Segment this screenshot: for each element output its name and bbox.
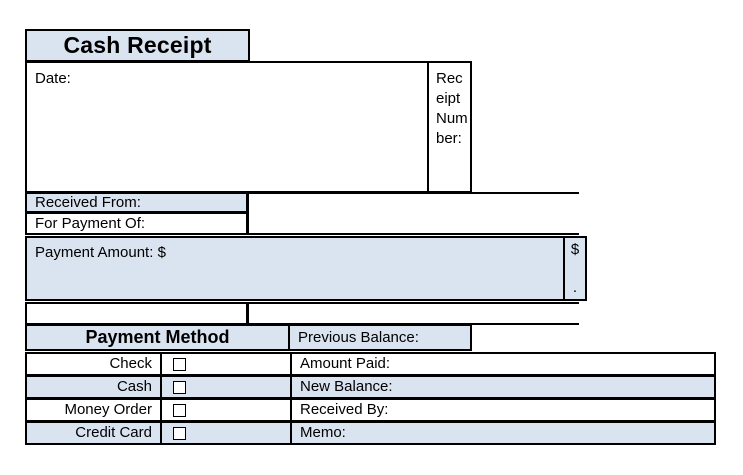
receipt-number-field-box[interactable]: Receipt Number: xyxy=(427,61,472,193)
payment-amount-field-box[interactable]: Payment Amount: $ xyxy=(25,236,565,301)
date-field-box[interactable]: Date: xyxy=(25,61,429,193)
payment-method-row-label: Credit Card xyxy=(25,421,162,445)
right-field-label-3: Memo: xyxy=(300,424,346,442)
previous-balance-cell[interactable]: Previous Balance: xyxy=(288,324,472,351)
payment-method-header: Payment Method xyxy=(25,324,290,351)
right-field-label-2: Received By: xyxy=(300,401,389,419)
received-from-label-cell: Received From: xyxy=(25,192,248,213)
received-from-value-cell[interactable] xyxy=(247,192,579,213)
receipt-number-label: Receipt Number: xyxy=(436,70,468,147)
spacer-cell-left xyxy=(25,302,248,325)
for-payment-of-value-cell[interactable] xyxy=(247,212,579,235)
payment-amount-value-column[interactable]: $ . xyxy=(563,236,587,301)
checkbox-money-order-icon[interactable] xyxy=(173,403,186,417)
payment-method-row-label: Money Order xyxy=(25,398,162,422)
spacer-cell-right xyxy=(247,302,579,325)
payment-method-row-label: Check xyxy=(25,352,162,376)
amount-paid-cell[interactable]: Amount Paid: xyxy=(290,352,716,376)
page-title-text: Cash Receipt xyxy=(63,32,212,59)
previous-balance-label: Previous Balance: xyxy=(298,328,419,346)
right-field-label-0: Amount Paid: xyxy=(300,355,391,373)
payment-method-label-0: Check xyxy=(109,355,152,373)
payment-method-checkbox-cell[interactable] xyxy=(160,421,292,445)
new-balance-cell[interactable]: New Balance: xyxy=(290,375,716,399)
decimal-point: . xyxy=(572,279,578,296)
right-field-label-1: New Balance: xyxy=(300,378,393,396)
checkbox-cash-icon[interactable] xyxy=(173,380,186,394)
checkbox-credit-card-icon[interactable] xyxy=(173,426,186,440)
payment-method-checkbox-cell[interactable] xyxy=(160,398,292,422)
for-payment-of-label-cell: For Payment Of: xyxy=(25,212,248,235)
received-from-label-text: Received From: xyxy=(35,193,141,211)
payment-method-row-label: Cash xyxy=(25,375,162,399)
payment-method-label-2: Money Order xyxy=(64,401,152,419)
checkbox-check-icon[interactable] xyxy=(173,357,186,371)
currency-symbol: $ xyxy=(570,241,580,258)
payment-method-header-text: Payment Method xyxy=(85,327,230,347)
date-label: Date: xyxy=(35,70,71,87)
received-by-cell[interactable]: Received By: xyxy=(290,398,716,422)
payment-method-checkbox-cell[interactable] xyxy=(160,352,292,376)
memo-cell[interactable]: Memo: xyxy=(290,421,716,445)
payment-amount-label: Payment Amount: $ xyxy=(35,244,166,261)
payment-method-checkbox-cell[interactable] xyxy=(160,375,292,399)
payment-method-label-1: Cash xyxy=(116,378,152,396)
page-title: Cash Receipt xyxy=(25,29,250,62)
for-payment-of-label-text: For Payment Of: xyxy=(35,214,146,232)
payment-method-label-3: Credit Card xyxy=(75,424,152,442)
